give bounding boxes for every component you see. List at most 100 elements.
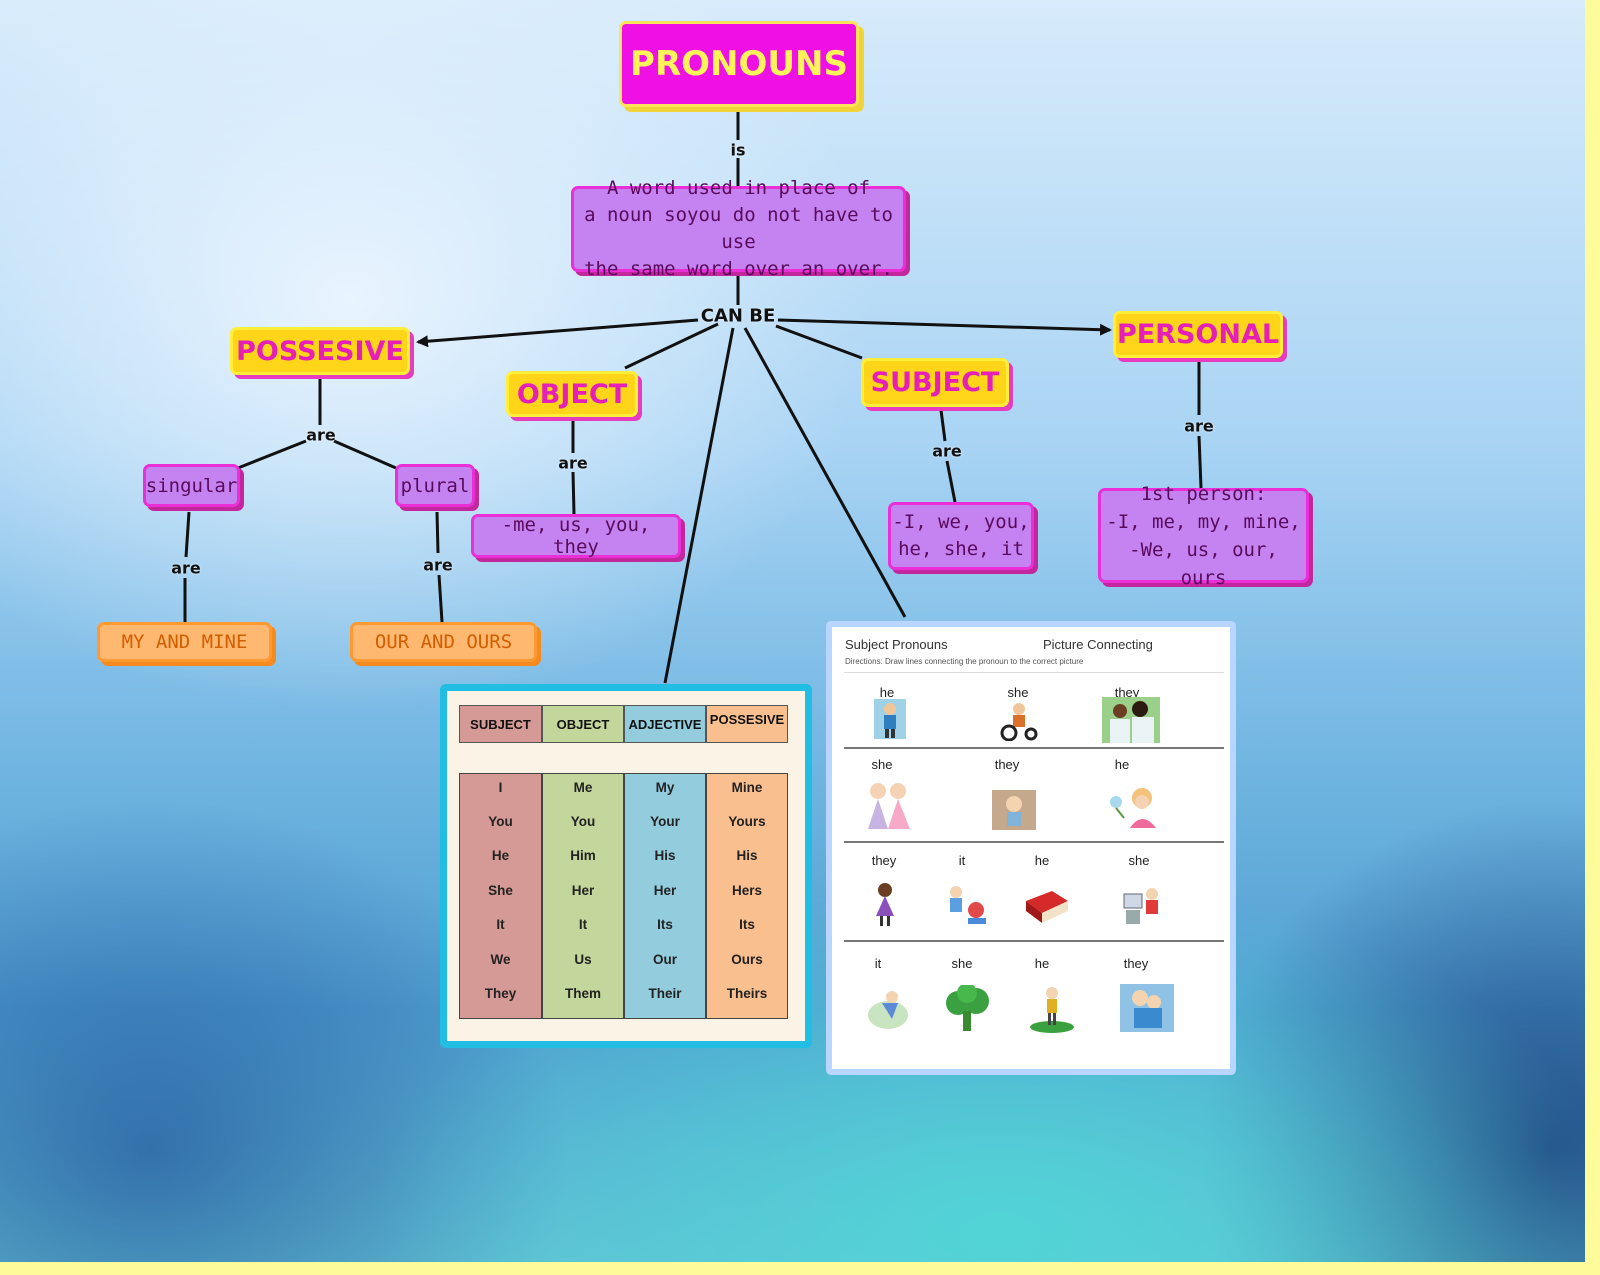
worksheet-image[interactable]: Subject Pronouns Picture Connecting Dire… (826, 621, 1236, 1075)
worksheet-word: he (1114, 757, 1130, 772)
object-list-node[interactable]: -me, us, you, they (471, 514, 681, 558)
link-label-can-be: CAN BE (700, 305, 776, 327)
worksheet-word: they (1123, 956, 1149, 971)
tricycle-boy-picture (1000, 703, 1038, 741)
table-cell: Us (574, 952, 592, 967)
pronoun-table-image[interactable]: SUBJECT OBJECT ADJECTIVE POSSESIVE I You… (440, 684, 812, 1048)
table-cell: It (496, 917, 505, 932)
table-cell: His (654, 848, 676, 863)
line-are-singular (237, 439, 307, 470)
worksheet-row-divider (844, 841, 1224, 843)
worksheet-row-divider (844, 747, 1224, 749)
my-and-mine-node[interactable]: MY AND MINE (97, 622, 272, 662)
line-plural-are (435, 511, 440, 554)
girl-walking-picture (876, 883, 894, 926)
table-cell: It (578, 917, 588, 932)
line-are-ourours (437, 574, 444, 623)
our-and-ours-node[interactable]: OUR AND OURS (350, 622, 537, 662)
table-cell: Them (564, 986, 601, 1001)
personal-node[interactable]: PERSONAL (1113, 311, 1283, 358)
tree-picture (946, 985, 989, 1031)
worksheet-row-divider (844, 940, 1224, 942)
worksheet-word: he (1034, 956, 1050, 971)
worksheet-word: they (1114, 685, 1140, 700)
girl-picture (874, 699, 906, 739)
definition-line-2: a noun soyou do not have to use (584, 204, 893, 253)
table-header-possesive: POSSESIVE (706, 705, 788, 743)
line-canbe-table (663, 327, 735, 684)
table-cell: Her (571, 883, 595, 898)
line-are-personallist (1197, 435, 1203, 489)
table-cell: Our (652, 952, 677, 967)
table-cell: His (736, 848, 758, 863)
table-cell: You (488, 814, 513, 829)
personal-list-line-2: -I, me, my, mine, (1106, 510, 1301, 533)
golfer-picture (1030, 987, 1074, 1033)
book-picture (1026, 891, 1068, 923)
worksheet-directions: Directions: Draw lines connecting the pr… (845, 657, 1084, 666)
plural-node[interactable]: plural (395, 464, 475, 507)
singular-node[interactable]: singular (143, 464, 240, 507)
table-cell: Hers (731, 883, 763, 898)
worksheet-word: she (1007, 685, 1029, 700)
group-picture (1102, 697, 1160, 743)
kids-playing-picture (950, 886, 986, 924)
link-label-are-possesive: are (306, 425, 336, 445)
line-singular-are (184, 511, 191, 558)
worksheet-word: it (874, 956, 882, 971)
mother-child-picture (1120, 984, 1174, 1032)
table-column-subject: I You He She It We They (459, 773, 542, 1019)
link-label-are-personal: are (1184, 416, 1214, 436)
table-column-adjective: My Your His Her Its Our Their (624, 773, 706, 1019)
table-column-object: Me You Him Her It Us Them (542, 773, 624, 1019)
link-label-are-subject: are (932, 441, 962, 461)
subject-node[interactable]: SUBJECT (861, 358, 1009, 407)
line-are-objectlist (571, 471, 576, 515)
table-cell: We (490, 952, 511, 967)
table-cell: Mine (731, 780, 763, 795)
table-cell: My (655, 780, 675, 795)
subject-list-node[interactable]: -I, we, you, he, she, it (888, 502, 1034, 570)
table-cell: Theirs (726, 986, 768, 1001)
line-are-subjectlist (945, 460, 957, 503)
worksheet-title: Subject Pronouns (845, 637, 948, 652)
link-label-are-object: are (558, 453, 588, 473)
line-canbe-personal (777, 318, 1112, 336)
table-cell: Your (650, 814, 680, 829)
table-header-subject: SUBJECT (459, 705, 542, 743)
line-canbe-worksheet (743, 327, 907, 618)
table-cell: He (491, 848, 510, 863)
worksheet-word: he (1034, 853, 1050, 868)
subject-list-line-2: he, she, it (898, 538, 1024, 560)
table-header-adjective: ADJECTIVE (624, 705, 706, 743)
table-header-object: OBJECT (542, 705, 624, 743)
link-label-are-plural: are (423, 555, 453, 575)
worksheet-word: she (1128, 853, 1150, 868)
link-label-are-singular: are (171, 558, 201, 578)
table-cell: Yours (728, 814, 766, 829)
table-cell: I (498, 780, 503, 795)
line-subject-are (939, 409, 947, 442)
worksheet-word: she (951, 956, 973, 971)
table-cell: Me (573, 780, 593, 795)
worksheet-subtitle: Picture Connecting (1043, 637, 1153, 652)
worksheet-word: they (994, 757, 1020, 772)
table-cell: Its (739, 917, 755, 932)
subject-list-line-1: -I, we, you, (892, 511, 1030, 533)
personal-list-line-3: -We, us, our, ours (1129, 538, 1278, 589)
line-canbe-possesive (416, 318, 699, 348)
dancer-picture (868, 991, 908, 1029)
table-cell: She (488, 883, 513, 898)
definition-line-1: A word used in place of (606, 177, 871, 199)
line-canbe-object (624, 322, 719, 370)
table-cell: Its (657, 917, 673, 932)
possesive-node[interactable]: POSSESIVE (230, 327, 410, 375)
definition-node[interactable]: A word used in place of a noun soyou do … (571, 177, 906, 280)
worksheet-divider (844, 672, 1224, 673)
personal-list-node[interactable]: 1st person: -I, me, my, mine, -We, us, o… (1098, 483, 1309, 589)
title-node[interactable]: PRONOUNS (619, 21, 859, 107)
definition-line-3: the same word over an over. (584, 258, 893, 280)
table-cell: Her (653, 883, 677, 898)
object-node[interactable]: OBJECT (506, 371, 638, 417)
